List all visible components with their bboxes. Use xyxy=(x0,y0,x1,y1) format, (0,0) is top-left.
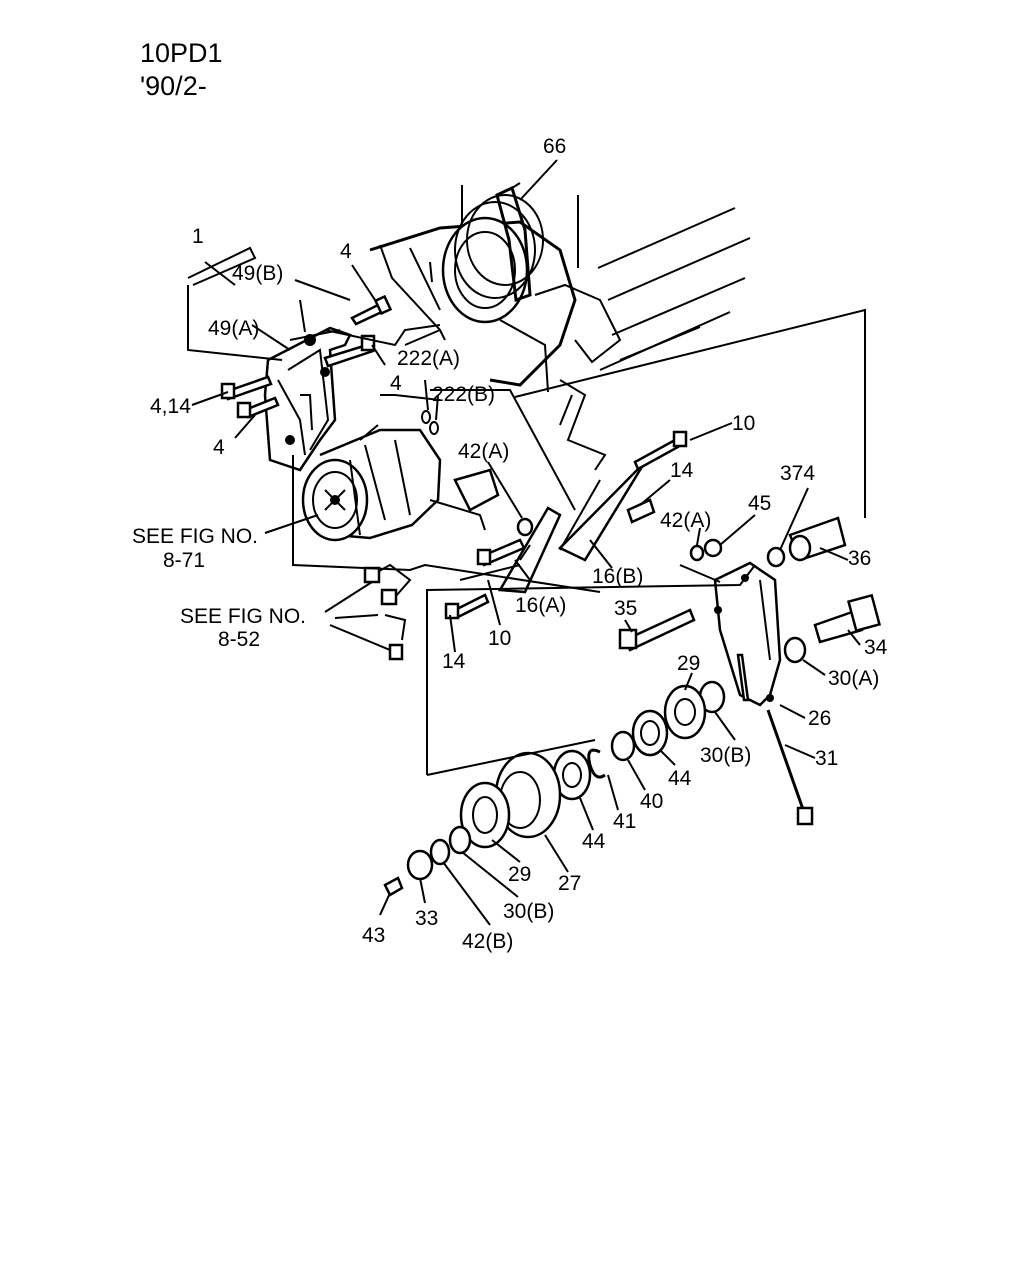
bracket-fasteners xyxy=(220,294,439,435)
date-code: '90/2- xyxy=(140,71,207,101)
label-34: 34 xyxy=(864,636,888,659)
model-code: 10PD1 xyxy=(140,38,223,68)
label-44-right: 44 xyxy=(668,767,692,790)
label-29-bot: 29 xyxy=(508,863,531,886)
idler-bracket xyxy=(444,430,882,826)
label-44-left: 44 xyxy=(582,830,606,853)
hose-fittings xyxy=(363,563,412,661)
label-4-left: 4 xyxy=(213,436,225,459)
label-27: 27 xyxy=(558,872,581,895)
ref-fig-8-71-line1: SEE FIG NO. xyxy=(132,525,258,548)
ref-fig-8-52-line2: 8-52 xyxy=(218,628,260,651)
callout-labels: 66 1 49(B) 49(A) 4 4 4 4,14 222(A) 222(B… xyxy=(132,135,888,953)
label-16b: 16(B) xyxy=(592,565,643,588)
label-16a: 16(A) xyxy=(515,594,566,617)
label-14-bot: 14 xyxy=(442,650,466,673)
compressor xyxy=(301,424,500,542)
engine-block-drawing xyxy=(369,182,751,471)
label-43: 43 xyxy=(362,924,385,947)
label-40: 40 xyxy=(640,790,663,813)
label-4-mid: 4 xyxy=(390,372,402,395)
label-30b-bot: 30(B) xyxy=(503,900,554,923)
label-35: 35 xyxy=(614,597,637,620)
label-222b: 222(B) xyxy=(432,383,495,406)
label-26: 26 xyxy=(808,707,831,730)
label-49a: 49(A) xyxy=(208,317,259,340)
ref-fig-8-52-line1: SEE FIG NO. xyxy=(180,605,306,628)
label-41: 41 xyxy=(613,810,636,833)
label-374: 374 xyxy=(780,462,815,485)
label-4-top: 4 xyxy=(340,240,352,263)
label-222a: 222(A) xyxy=(397,347,460,370)
label-1: 1 xyxy=(192,225,204,248)
label-42a-top: 42(A) xyxy=(458,440,509,463)
label-30b-right: 30(B) xyxy=(700,744,751,767)
label-49b: 49(B) xyxy=(232,262,283,285)
label-31: 31 xyxy=(815,747,838,770)
idler-pulley-stack xyxy=(383,680,726,897)
label-14-top: 14 xyxy=(670,459,694,482)
label-29-top: 29 xyxy=(677,652,700,675)
label-4-14: 4,14 xyxy=(150,395,191,418)
label-10-bot: 10 xyxy=(488,627,511,650)
label-33: 33 xyxy=(415,907,438,930)
label-30a: 30(A) xyxy=(828,667,879,690)
label-36: 36 xyxy=(848,547,871,570)
leader-lines xyxy=(187,159,866,926)
label-42b: 42(B) xyxy=(462,930,513,953)
ref-fig-8-71-line2: 8-71 xyxy=(163,549,205,572)
label-42a-right: 42(A) xyxy=(660,509,711,532)
label-10-top: 10 xyxy=(732,412,755,435)
label-45: 45 xyxy=(748,492,771,515)
label-66: 66 xyxy=(543,135,566,158)
